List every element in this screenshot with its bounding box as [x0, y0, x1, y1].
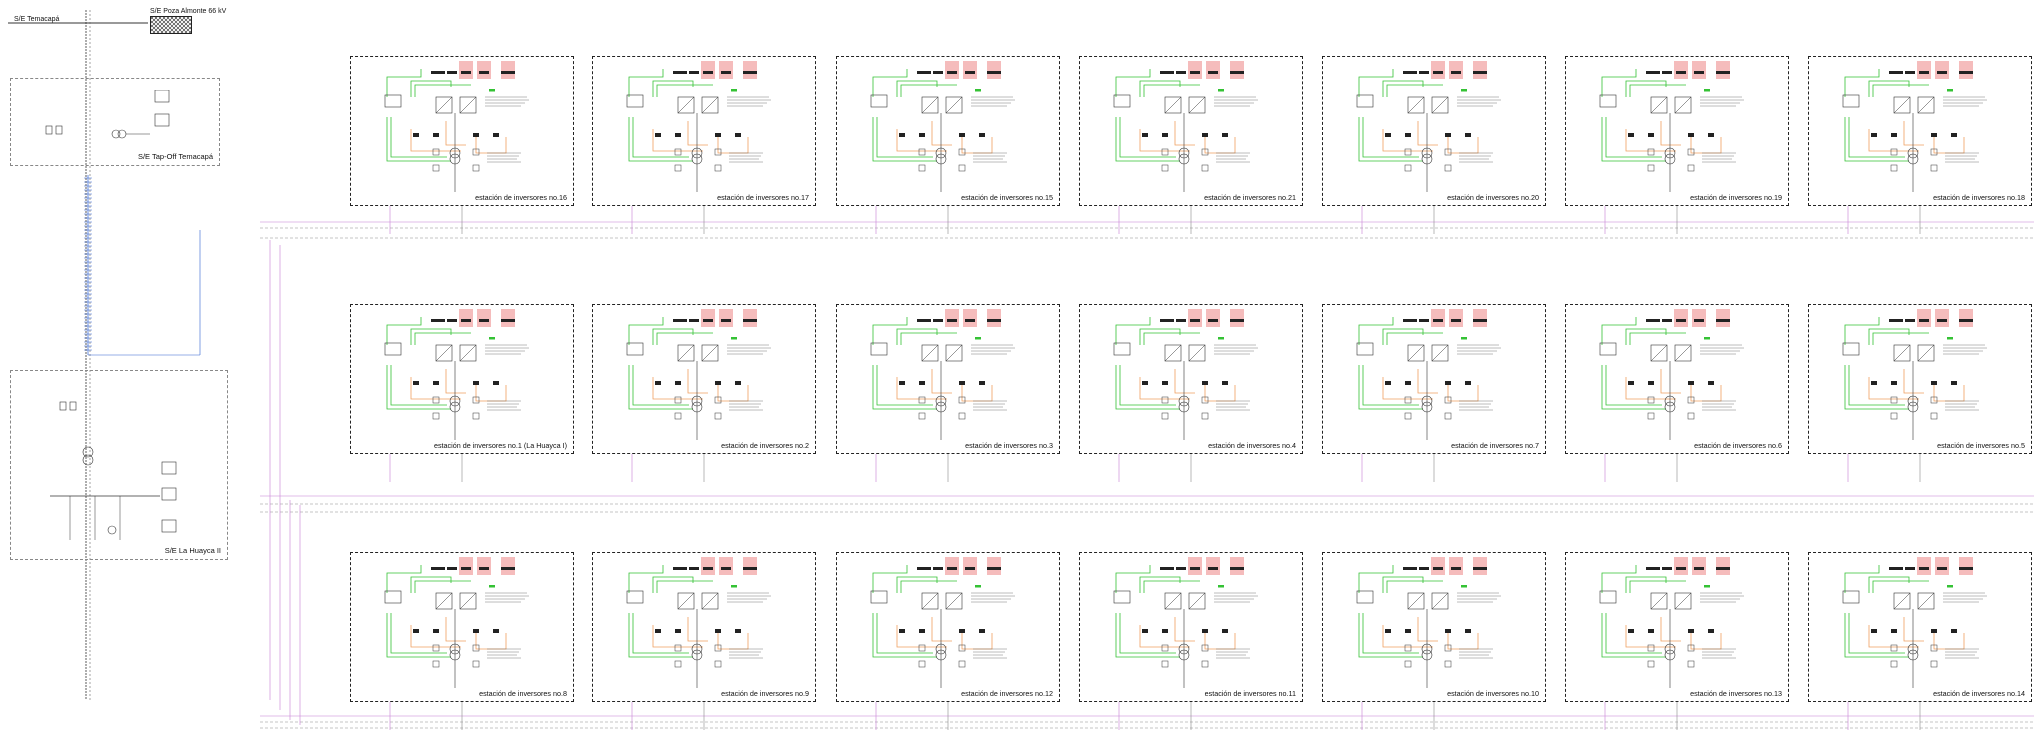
inverter-station: estación de inversores no.11	[1079, 552, 1303, 702]
inverter-station: estación de inversores no.15	[836, 56, 1060, 206]
pv-strings	[673, 61, 757, 79]
station-name: estación de inversores no.14	[1933, 689, 2025, 698]
station-name: estación de inversores no.19	[1690, 193, 1782, 202]
station-name: estación de inversores no.2	[721, 441, 809, 450]
huayca-equipment	[50, 401, 177, 540]
station-name: estación de inversores no.7	[1451, 441, 1539, 450]
station-name: estación de inversores no.10	[1447, 689, 1539, 698]
inverter-station: estación de inversores no.21	[1079, 56, 1303, 206]
inverter-station-schematic	[626, 309, 771, 440]
inverter-station-schematic	[870, 309, 1015, 440]
pv-strings	[1889, 61, 1973, 79]
tapoff-label: S/E Tap-Off Temacapá	[137, 152, 213, 161]
inverter-station-schematic	[626, 61, 771, 192]
inverter-station: estación de inversores no.7	[1322, 304, 1546, 454]
inverter-station-schematic	[384, 309, 529, 440]
station-name: estación de inversores no.17	[717, 193, 809, 202]
inverter-station: estación de inversores no.14	[1808, 552, 2032, 702]
inverter-station-schematic	[1356, 61, 1501, 192]
pv-strings	[1889, 309, 1973, 327]
station-name: estación de inversores no.8	[479, 689, 567, 698]
inverter-station: estación de inversores no.3	[836, 304, 1060, 454]
station-name: estación de inversores no.16	[475, 193, 567, 202]
station-name: estación de inversores no.12	[961, 689, 1053, 698]
station-name: estación de inversores no.21	[1204, 193, 1296, 202]
pv-strings	[431, 557, 515, 575]
inverter-station: estación de inversores no.19	[1565, 56, 1789, 206]
inverter-station-schematic	[870, 61, 1015, 192]
inverter-station-schematic	[384, 61, 529, 192]
station-name: estación de inversores no.13	[1690, 689, 1782, 698]
pv-strings	[1646, 61, 1730, 79]
huayca-label: S/E La Huayca II	[164, 546, 221, 555]
inverter-station: estación de inversores no.8	[350, 552, 574, 702]
pv-strings	[1403, 557, 1487, 575]
station-name: estación de inversores no.9	[721, 689, 809, 698]
inverter-station-schematic	[384, 557, 529, 688]
hatched-substation-icon	[150, 16, 192, 34]
station-name: estación de inversores no.6	[1694, 441, 1782, 450]
inverter-station: estación de inversores no.20	[1322, 56, 1546, 206]
station-name: estación de inversores no.3	[965, 441, 1053, 450]
inverter-station-schematic	[1599, 557, 1744, 688]
pv-strings	[673, 557, 757, 575]
station-name: estación de inversores no.18	[1933, 193, 2025, 202]
inverter-station-schematic	[1356, 557, 1501, 688]
inverter-station-schematic	[1842, 61, 1987, 192]
inverter-station: estación de inversores no.9	[592, 552, 816, 702]
station-name: estación de inversores no.1 (La Huayca I…	[433, 441, 567, 450]
inverter-station: estación de inversores no.2	[592, 304, 816, 454]
inverter-station: estación de inversores no.13	[1565, 552, 1789, 702]
substation-pozo-almonte-label: S/E Poza Almonte 66 kV	[150, 8, 227, 15]
inverter-station-schematic	[1599, 61, 1744, 192]
inverter-station: estación de inversores no.1 (La Huayca I…	[350, 304, 574, 454]
station-name: estación de inversores no.15	[961, 193, 1053, 202]
pv-strings	[1403, 309, 1487, 327]
pv-strings	[431, 61, 515, 79]
inverter-station-schematic	[870, 557, 1015, 688]
pv-strings	[1160, 61, 1244, 79]
substation-temacapa-label: S/E Temacapá	[14, 16, 60, 23]
pv-strings	[917, 557, 1001, 575]
station-name: estación de inversores no.11	[1204, 689, 1296, 698]
pv-strings	[1403, 61, 1487, 79]
pv-strings	[1889, 557, 1973, 575]
pv-strings	[1160, 557, 1244, 575]
inverter-station: estación de inversores no.10	[1322, 552, 1546, 702]
inverter-station-schematic	[1842, 309, 1987, 440]
pv-strings	[431, 309, 515, 327]
inverter-station: estación de inversores no.5	[1808, 304, 2032, 454]
pv-strings	[1160, 309, 1244, 327]
inverter-station-schematic	[1356, 309, 1501, 440]
pv-strings	[673, 309, 757, 327]
tapoff-zone: S/E Tap-Off Temacapá	[10, 78, 220, 166]
station-name: estación de inversores no.4	[1208, 441, 1296, 450]
pv-strings	[917, 309, 1001, 327]
inverter-station-schematic	[626, 557, 771, 688]
inverter-station: estación de inversores no.4	[1079, 304, 1303, 454]
inverter-station-schematic	[1599, 309, 1744, 440]
pv-strings	[1646, 557, 1730, 575]
inverter-station-schematic	[1113, 61, 1258, 192]
inverter-station: estación de inversores no.6	[1565, 304, 1789, 454]
pv-strings	[1646, 309, 1730, 327]
station-name: estación de inversores no.20	[1447, 193, 1539, 202]
inverter-station-schematic	[1113, 309, 1258, 440]
tapoff-equipment	[45, 90, 170, 139]
station-name: estación de inversores no.5	[1937, 441, 2025, 450]
pv-strings	[917, 61, 1001, 79]
inverter-station: estación de inversores no.16	[350, 56, 574, 206]
inverter-station-schematic	[1113, 557, 1258, 688]
inverter-station: estación de inversores no.18	[1808, 56, 2032, 206]
inverter-station: estación de inversores no.12	[836, 552, 1060, 702]
huayca-zone: S/E La Huayca II	[10, 370, 228, 560]
inverter-station: estación de inversores no.17	[592, 56, 816, 206]
inverter-station-schematic	[1842, 557, 1987, 688]
